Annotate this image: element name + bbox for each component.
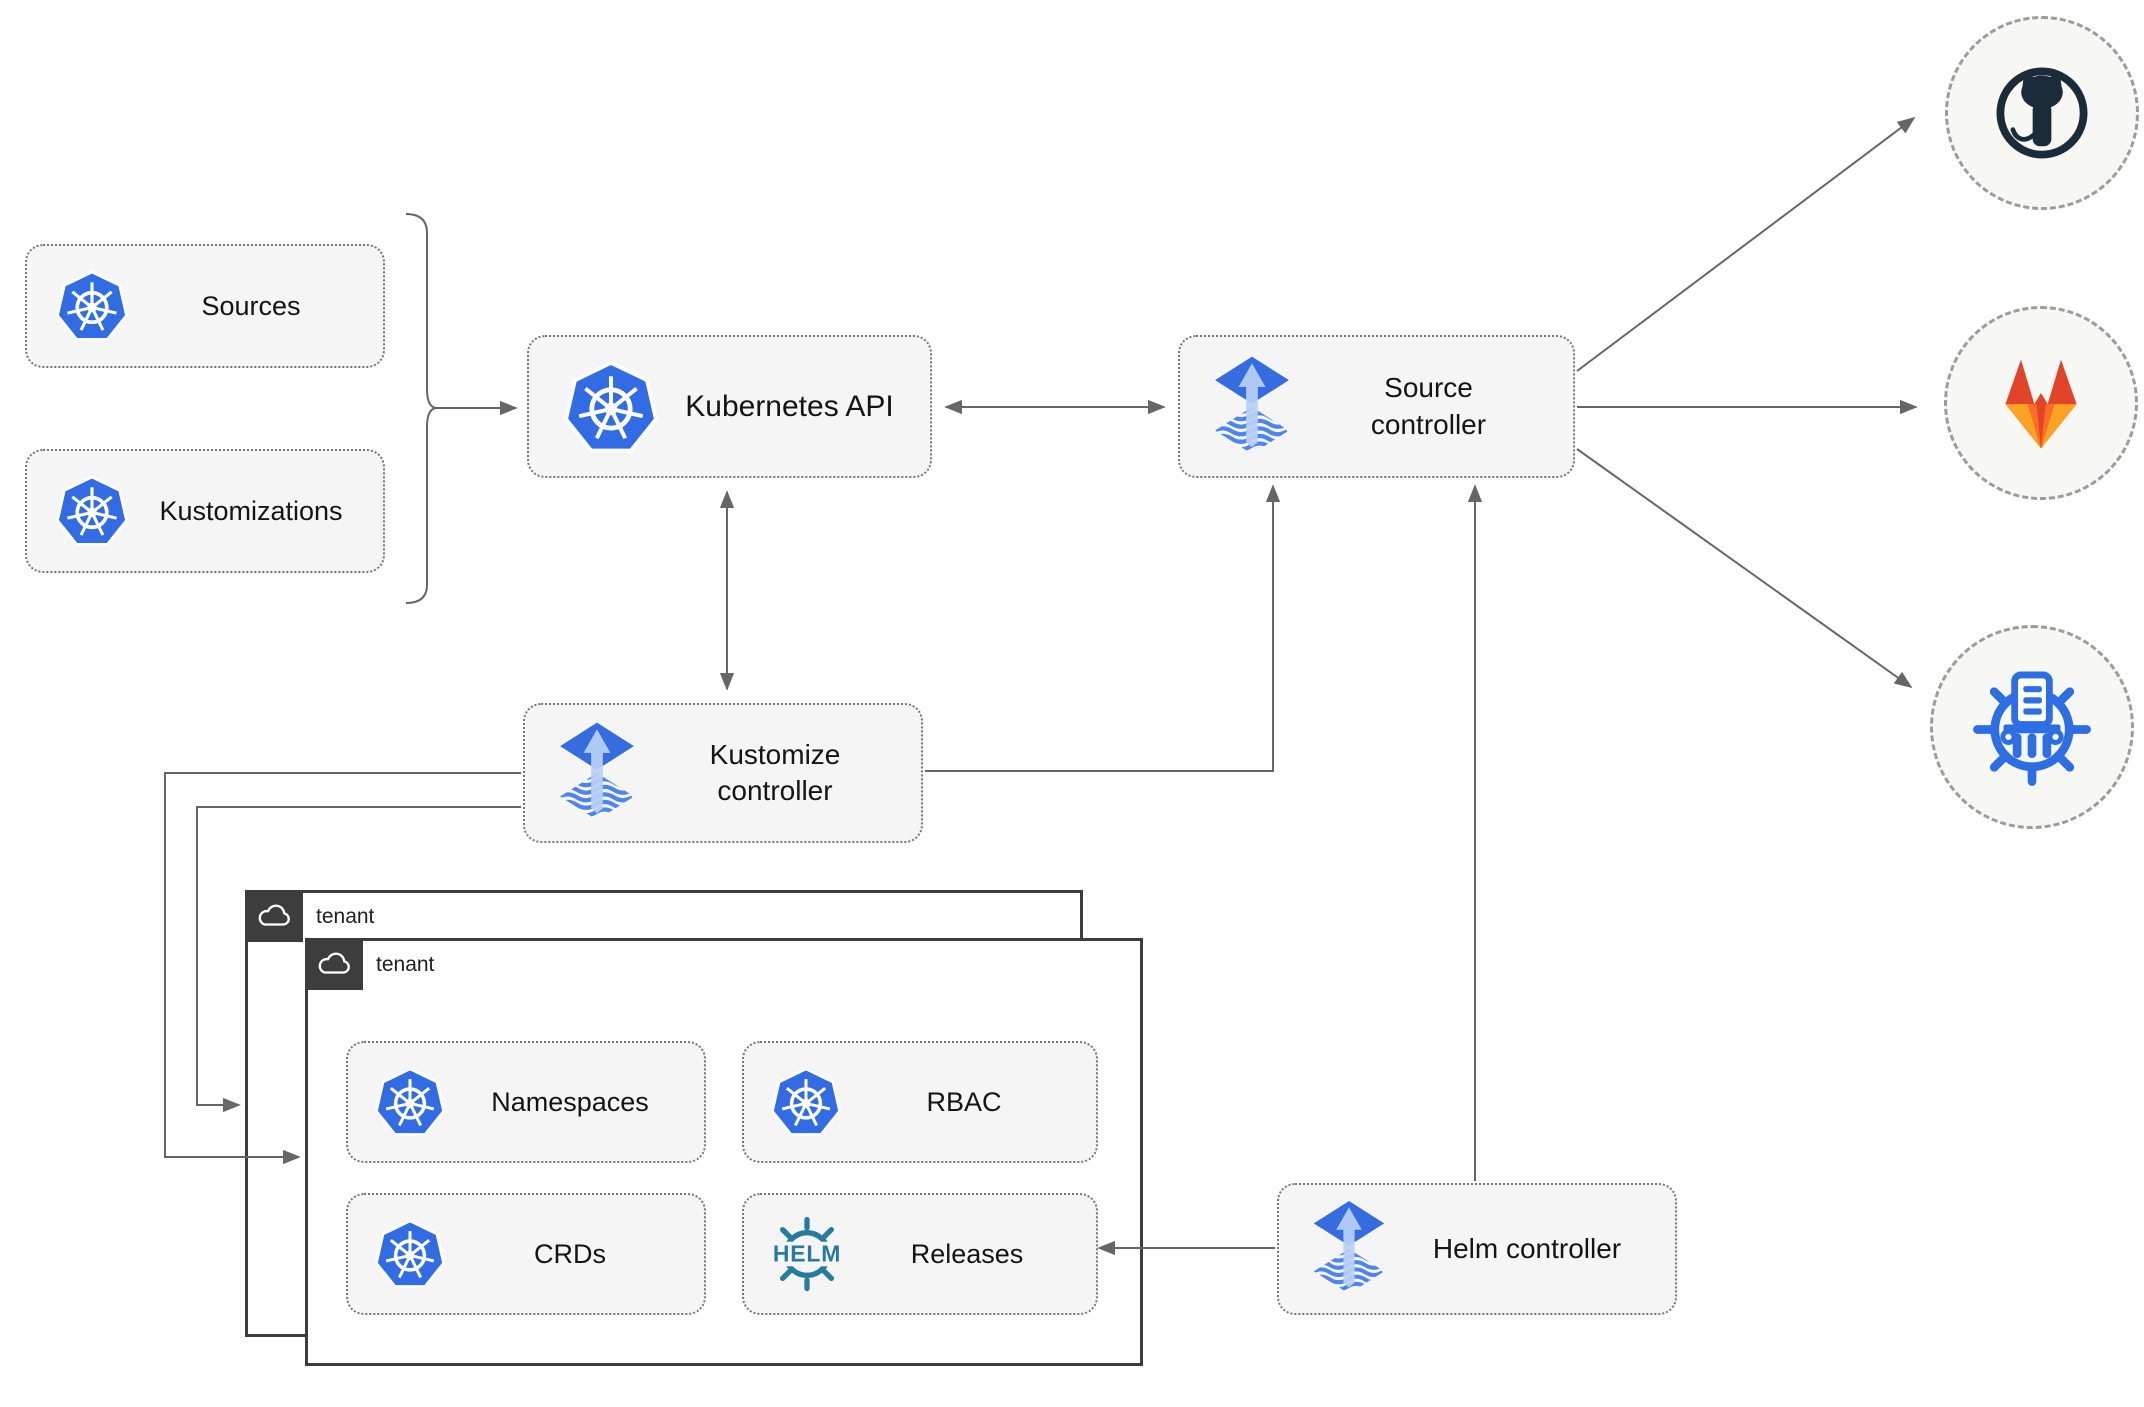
helm-icon: HELM [766,1213,848,1295]
edge-source-chartmuseum [1576,448,1913,689]
node-label: Kustomize controller [709,738,841,806]
flux-icon [555,721,639,825]
chart-museum-icon [1973,671,2091,786]
node-kustomizations: Kustomizations [25,449,385,573]
tenant-box-front: tenant Namespaces RBAC CRDs [305,938,1143,1366]
node-label: Namespaces [491,1086,649,1117]
node-label: Releases [910,1238,1024,1269]
cloud-icon [258,904,290,926]
node-kustomize-controller: Kustomize controller [523,703,923,843]
kubernetes-icon [55,474,129,548]
node-releases: HELM Releases [742,1193,1098,1315]
node-namespaces: Namespaces [346,1041,706,1163]
edge-brace [405,213,438,604]
node-label: Sources [201,290,301,321]
node-label: Helm controller [1432,1232,1622,1264]
node-sources: Sources [25,244,385,368]
node-crds: CRDs [346,1193,706,1315]
node-label: Source controller [1370,372,1487,440]
cloud-icon [318,952,350,974]
node-kubernetes-api: Kubernetes API [527,335,932,478]
gitlab-icon [2005,359,2077,449]
endpoint-gitlab [1944,306,2138,500]
flux-icon [1309,1199,1389,1299]
github-icon [1996,67,2088,159]
endpoint-chart-repository [1930,625,2134,829]
node-label: RBAC [926,1086,1002,1117]
kubernetes-icon [563,359,659,455]
node-source-controller: Source controller [1178,335,1575,478]
helm-wordmark: HELM [773,1240,841,1266]
tenant-corner [245,890,303,942]
kubernetes-icon [770,1066,842,1138]
tenant-label: tenant [316,905,375,928]
node-rbac: RBAC [742,1041,1098,1163]
flux-icon [1210,355,1294,459]
node-helm-controller: Helm controller [1277,1183,1677,1315]
node-label: CRDs [534,1238,606,1269]
kubernetes-icon [374,1066,446,1138]
tenant-label: tenant [376,953,435,976]
node-label: Kubernetes API [685,389,894,423]
kubernetes-icon [374,1218,446,1290]
endpoint-github [1945,16,2139,210]
edge-source-github [1576,116,1916,372]
kubernetes-icon [55,269,129,343]
edge-kustomize-source [925,484,1281,772]
tenant-corner [305,938,363,990]
node-label: Kustomizations [159,495,343,526]
